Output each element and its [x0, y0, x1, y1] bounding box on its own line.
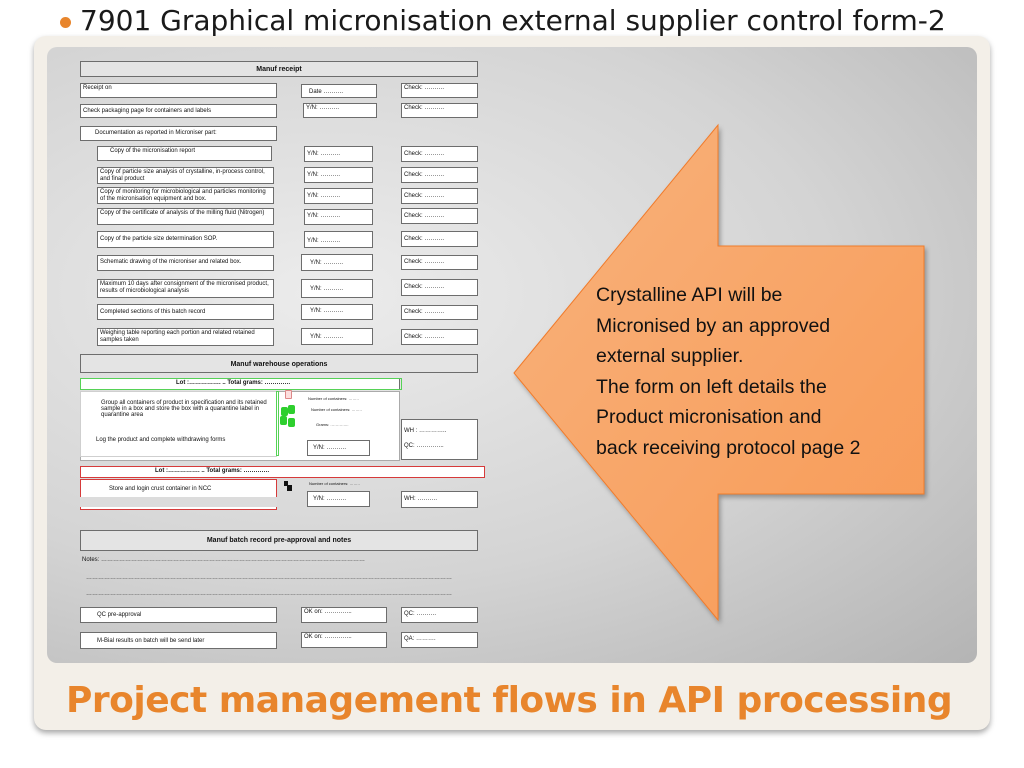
- doc-item: Schematic drawing of the microniser and …: [97, 255, 274, 271]
- notes-line: Notes: …………………………………………………………………………………………: [82, 557, 366, 563]
- bullet-dot-icon: [60, 17, 71, 28]
- doc-item: Completed sections of this batch record: [97, 304, 274, 320]
- check-field: Check: ……….: [401, 146, 478, 162]
- grams-text: Grams: …………..: [316, 422, 349, 427]
- doc-item: Weighing table reporting each portion an…: [97, 328, 274, 346]
- receipt-header: Manuf receipt: [80, 61, 478, 77]
- notes-dots-line: ……………………………………………………………………………………………………………: [86, 591, 452, 597]
- yn-field: Y/N: ……….: [304, 146, 373, 162]
- containers-group-icon: [280, 405, 298, 429]
- yn-field: Y/N: ……….: [301, 279, 373, 298]
- wh-field: WH: ……….: [401, 491, 478, 508]
- check-field: Check: ……….: [401, 167, 478, 183]
- qa-check-field: QA: ……….: [401, 632, 478, 648]
- callout-text: Crystalline API will be Micronised by an…: [596, 280, 926, 463]
- callout-line: Product micronisation and: [596, 406, 822, 428]
- qc-check-field: QC: ……….: [401, 607, 478, 623]
- doc-item: Maximum 10 days after consignment of the…: [97, 279, 274, 298]
- callout-line: Micronised by an approved: [596, 314, 831, 337]
- yn-field: Y/N: ……….: [307, 440, 370, 456]
- check-field: Check: ……….: [401, 329, 478, 345]
- doc-item: Copy of the particle size determination …: [97, 231, 274, 248]
- check-field: Check: ……….: [401, 188, 478, 204]
- ok-on-field: OK on: …………..: [301, 632, 387, 648]
- date-field: Date ……….: [301, 84, 377, 98]
- container-icon-pink: [285, 390, 292, 399]
- num-containers-text: Number of containers: ……..: [308, 396, 359, 401]
- yn-field: Y/N: ……….: [304, 231, 373, 248]
- callout-line: Crystalline API will be: [596, 284, 783, 306]
- check-packaging-field: Check packaging page for containers and …: [80, 104, 277, 118]
- doc-item: Copy of the certificate of analysis of t…: [97, 208, 274, 225]
- wh-qc-block: WH : ………….. QC: …………..: [401, 419, 478, 460]
- num-containers-text: Number of containers: ……..: [309, 481, 360, 486]
- receipt-on-field: Receipt on: [80, 83, 277, 98]
- lot-row-highlight: [80, 378, 402, 390]
- yn-field: Y/N: ……….: [304, 188, 373, 204]
- check-field: Check: ……….: [401, 103, 478, 118]
- yn-field: Y/N: ……….: [307, 491, 370, 507]
- documentation-field: Documentation as reported in Microniser …: [80, 126, 277, 141]
- lot-line: Lot :……………. .. Total grams: ………….: [155, 468, 270, 474]
- warehouse-left-block: [80, 391, 277, 457]
- yn-field: Y/N: ……….: [304, 167, 373, 183]
- yn-field: Y/N: ……….: [301, 328, 373, 345]
- warehouse-header: Manuf warehouse operations: [80, 354, 478, 373]
- notes-dots-line: ……………………………………………………………………………………………………………: [86, 575, 452, 581]
- callout-line: back receiving protocol page 2: [596, 436, 861, 459]
- qc-preapproval-field: QC pre-approval: [80, 607, 277, 623]
- yn-field: Y/N: ……….: [301, 254, 373, 271]
- doc-item: Copy of the micronisation report: [97, 146, 272, 161]
- lot-line: Lot :……………. .. Total grams: ………….: [176, 380, 291, 386]
- ok-on-field: OK on: …………..: [301, 607, 387, 623]
- yn-field: Y/N: ……….: [301, 304, 373, 320]
- slide-bullet-text: 7901 Graphical micronisation external su…: [60, 4, 946, 37]
- arrow-shape: [513, 123, 925, 622]
- check-field: Check: ……….: [401, 208, 478, 224]
- store-login-shade: [80, 497, 277, 507]
- callout-line: The form on left details the: [596, 375, 827, 398]
- yn-field: Y/N: ……….: [304, 209, 373, 225]
- slide-title: Project management flows in API processi…: [66, 680, 953, 721]
- check-field: Check: ……….: [401, 231, 478, 247]
- check-field: Check: ……….: [401, 279, 478, 296]
- check-field: Check: ……….: [401, 305, 478, 320]
- batch-record-header: Manuf batch record pre-approval and note…: [80, 530, 478, 551]
- check-field: Check: ……….: [401, 255, 478, 270]
- bullet-text: 7901 Graphical micronisation external su…: [80, 4, 946, 37]
- qc-text: QC: …………..: [404, 443, 444, 449]
- lot-row-2: [80, 466, 485, 478]
- check-field: Check: ……….: [401, 83, 478, 98]
- mbial-field: M-Bial results on batch will be send lat…: [80, 632, 277, 649]
- log-product-text: Log the product and complete withdrawing…: [96, 437, 226, 443]
- doc-item: Copy of monitoring for microbiological a…: [97, 187, 274, 204]
- crust-container-icon: [284, 481, 292, 491]
- yn-field: Y/N: ……….: [303, 103, 377, 118]
- group-containers-text: Group all containers of product in speci…: [101, 400, 267, 418]
- wh-text: WH : …………..: [404, 428, 447, 434]
- doc-item: Copy of particle size analysis of crysta…: [97, 167, 274, 184]
- callout-line: external supplier.: [596, 345, 744, 367]
- num-containers-text: Number of containers: ……..: [311, 407, 362, 412]
- green-divider: [276, 391, 279, 456]
